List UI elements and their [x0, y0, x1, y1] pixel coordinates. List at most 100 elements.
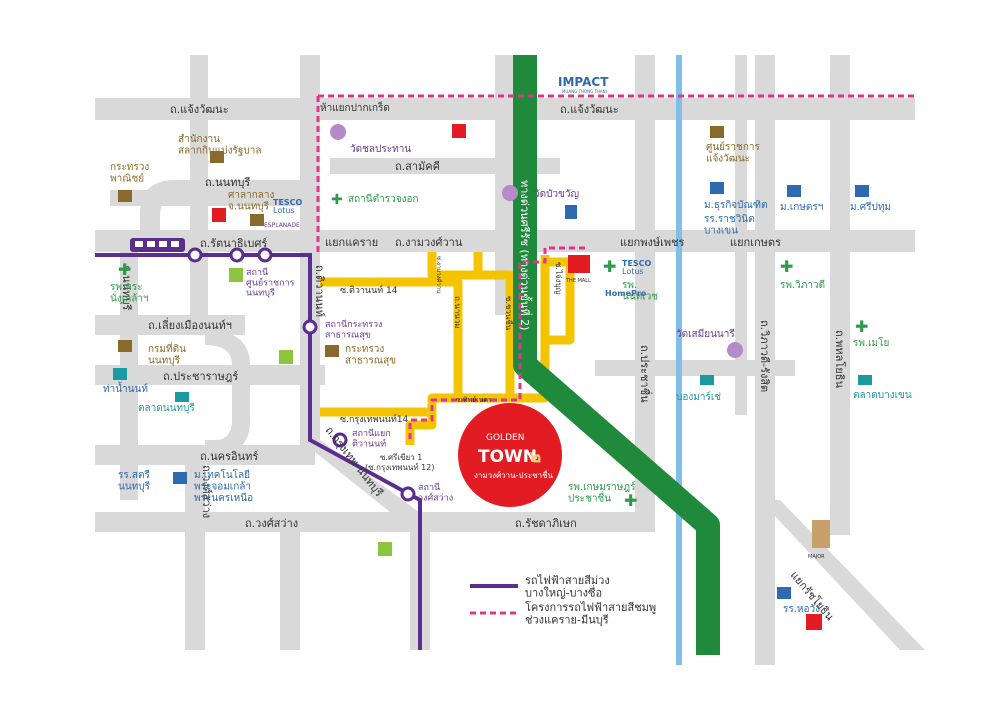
legend-pink-label: โครงการรถไฟฟ้าสายสีชมพูช่วงแคราย-มีนบุรี: [525, 600, 656, 627]
label-line: พาณิชย์: [110, 173, 144, 185]
station-label-wongsawang: สถานีวงศ์สว่าง: [418, 482, 453, 503]
esplanade-logo: ESPLANADE: [264, 222, 300, 229]
label-line: รพ.พระ: [110, 282, 142, 293]
station-marker: [332, 432, 348, 448]
major-logo: MAJOR: [808, 554, 825, 560]
label-line: แจ้งวัฒนะ: [706, 153, 750, 165]
label-line: สาธารณสุข: [325, 330, 371, 340]
label-line: บางเขน: [704, 226, 738, 237]
temple-icon: [502, 185, 518, 201]
university-icon: [855, 185, 869, 197]
road-pracharat: [95, 365, 325, 385]
local-roads: [320, 252, 575, 445]
legend: รถไฟฟ้าสายสีม่วงบางใหญ่-บางซื่อ โครงการร…: [470, 574, 656, 627]
label-line: นนทเวช: [622, 292, 658, 303]
university-icon: [787, 185, 801, 197]
government-icon: [210, 151, 224, 163]
place-label-ph-pranangklao: รพ.พระนั่งเกล้าฯ: [110, 282, 149, 305]
project-brand-top: GOLDEN: [486, 433, 524, 443]
road-label: ถ.นนทบุรี: [120, 265, 133, 310]
label-line: นั่งเกล้าฯ: [110, 291, 149, 305]
place-label-bong-market: บองมาร์เช่: [676, 391, 721, 403]
temple-icon: [727, 342, 743, 358]
tesco-logo-2: TESCO: [622, 259, 652, 268]
label-line: นนทบุรี: [246, 288, 275, 299]
university-icon: [777, 587, 791, 599]
road-vibhavadi: [755, 55, 775, 665]
road-label: ถ.วงศ์สว่าง: [245, 517, 298, 530]
police-icon: ✚: [331, 192, 343, 208]
project-circle: [458, 403, 562, 507]
place-label-ocsb: สำนักงานสลากกินแบ่งรัฐบาล: [178, 134, 261, 157]
place-label-ph-nonthavej: รพ.นนทเวช: [622, 280, 658, 303]
government-icon: [118, 190, 132, 202]
station-label-yaek-tiwanon: สถานีแยกติวานนท์: [352, 428, 391, 449]
label-line: พระนครเหนือ: [194, 492, 253, 504]
road-label: ถ.รัชดาภิเษก: [515, 517, 577, 530]
label-line: จ.นนทบุรี: [228, 201, 270, 213]
place-label-moph-bldg: สถานีกระทรวงสาธารณสุข: [325, 319, 382, 340]
road-label: ถ.สามัคคี: [395, 160, 440, 173]
label-line: วัดเสมียนนารี: [676, 328, 735, 340]
label-line: ศาลากลาง: [228, 190, 275, 201]
hospital-icon: ✚: [780, 257, 793, 276]
hospital-icon: ✚: [624, 491, 637, 510]
temple-icon: [330, 124, 346, 140]
station-marker: [187, 247, 203, 263]
label-line: บองมาร์เช่: [676, 391, 721, 403]
road-prachachuen: [635, 55, 655, 525]
central-icon: [806, 614, 822, 630]
road-label: ถ.นนทบุรี: [205, 176, 250, 189]
road-label: ถ.แจ้งวัฒนะ: [170, 103, 229, 116]
train-icon: [130, 238, 185, 252]
canal: [676, 55, 682, 665]
label-line: สาธารณสุข: [345, 356, 396, 367]
label-line: ม.ศรีปทุม: [850, 201, 891, 213]
road-wongsawang: [95, 512, 415, 532]
label-line: รพ.เกษมราษฎร์: [568, 481, 636, 493]
station-marker: [229, 247, 245, 263]
major-icon: [812, 520, 830, 548]
place-label-market-bangkhen: ตลาดบางเขน: [853, 390, 912, 401]
lotus-logo: Lotus: [273, 206, 295, 215]
place-label-pier: ท่าน้ำนนท์: [103, 381, 148, 395]
label-line: สถานีกระทรวง: [325, 319, 382, 330]
place-label-wat-bua-khwan: วัดบัวขวัญ: [534, 189, 579, 200]
central-icon: [212, 208, 226, 222]
road-north-mid: [495, 55, 517, 315]
place-label-police: สถานีตำรวจงอก: [348, 193, 419, 205]
purple-line-track: [95, 253, 422, 650]
hospital-icon: ✚: [603, 257, 616, 276]
soi-krungthep14: [320, 255, 550, 417]
label-line: สลากกินแบ่งรัฐบาล: [178, 146, 261, 157]
road-ratchayothin-diag: [760, 500, 925, 650]
road-west-b: [120, 250, 138, 500]
road-label: ถ.พหลโยธิน: [833, 330, 847, 388]
central-icon: [452, 124, 466, 138]
label-line: สำนักงาน: [178, 134, 220, 145]
road-bang-kruai: [185, 455, 205, 650]
hospital-icon: ✚: [118, 260, 131, 279]
place-label-wat-samian: วัดเสมียนนารี: [676, 328, 735, 340]
stations: [187, 247, 416, 502]
soi-tiwanon14: [320, 277, 463, 398]
label-line: ท่าน้ำนนท์: [103, 381, 148, 395]
road-network: [95, 55, 925, 665]
label-line: บางใหญ่-บางซื่อ: [525, 585, 602, 600]
label-line: ม.เทคโนโลยี: [194, 468, 250, 481]
label-line: นนทบุรี: [148, 355, 181, 367]
label-line: รถไฟฟ้าสายสีม่วง: [525, 574, 610, 587]
label-line: กระทรวง: [345, 344, 384, 355]
place-label-nso: ศูนย์ราชการแจ้งวัฒนะ: [706, 141, 760, 165]
road-label: ถ.วงศ์สว่าง: [200, 465, 213, 518]
label-line: ม.เกษตรฯ: [780, 202, 823, 213]
soi-chuanchuen: [427, 252, 515, 398]
place-label-rajavinit: รร.ราชวินิตบางเขน: [704, 214, 755, 237]
impact-logo-sub: MUANG THONG THANI: [562, 89, 607, 94]
label-line: ช่วงแคราย-มีนบุรี: [525, 614, 609, 627]
road-phahonyothin: [830, 55, 850, 535]
junction-label: แยกพงษ์เพชร: [620, 236, 685, 249]
label-line: ประชาชื่น: [568, 491, 611, 505]
